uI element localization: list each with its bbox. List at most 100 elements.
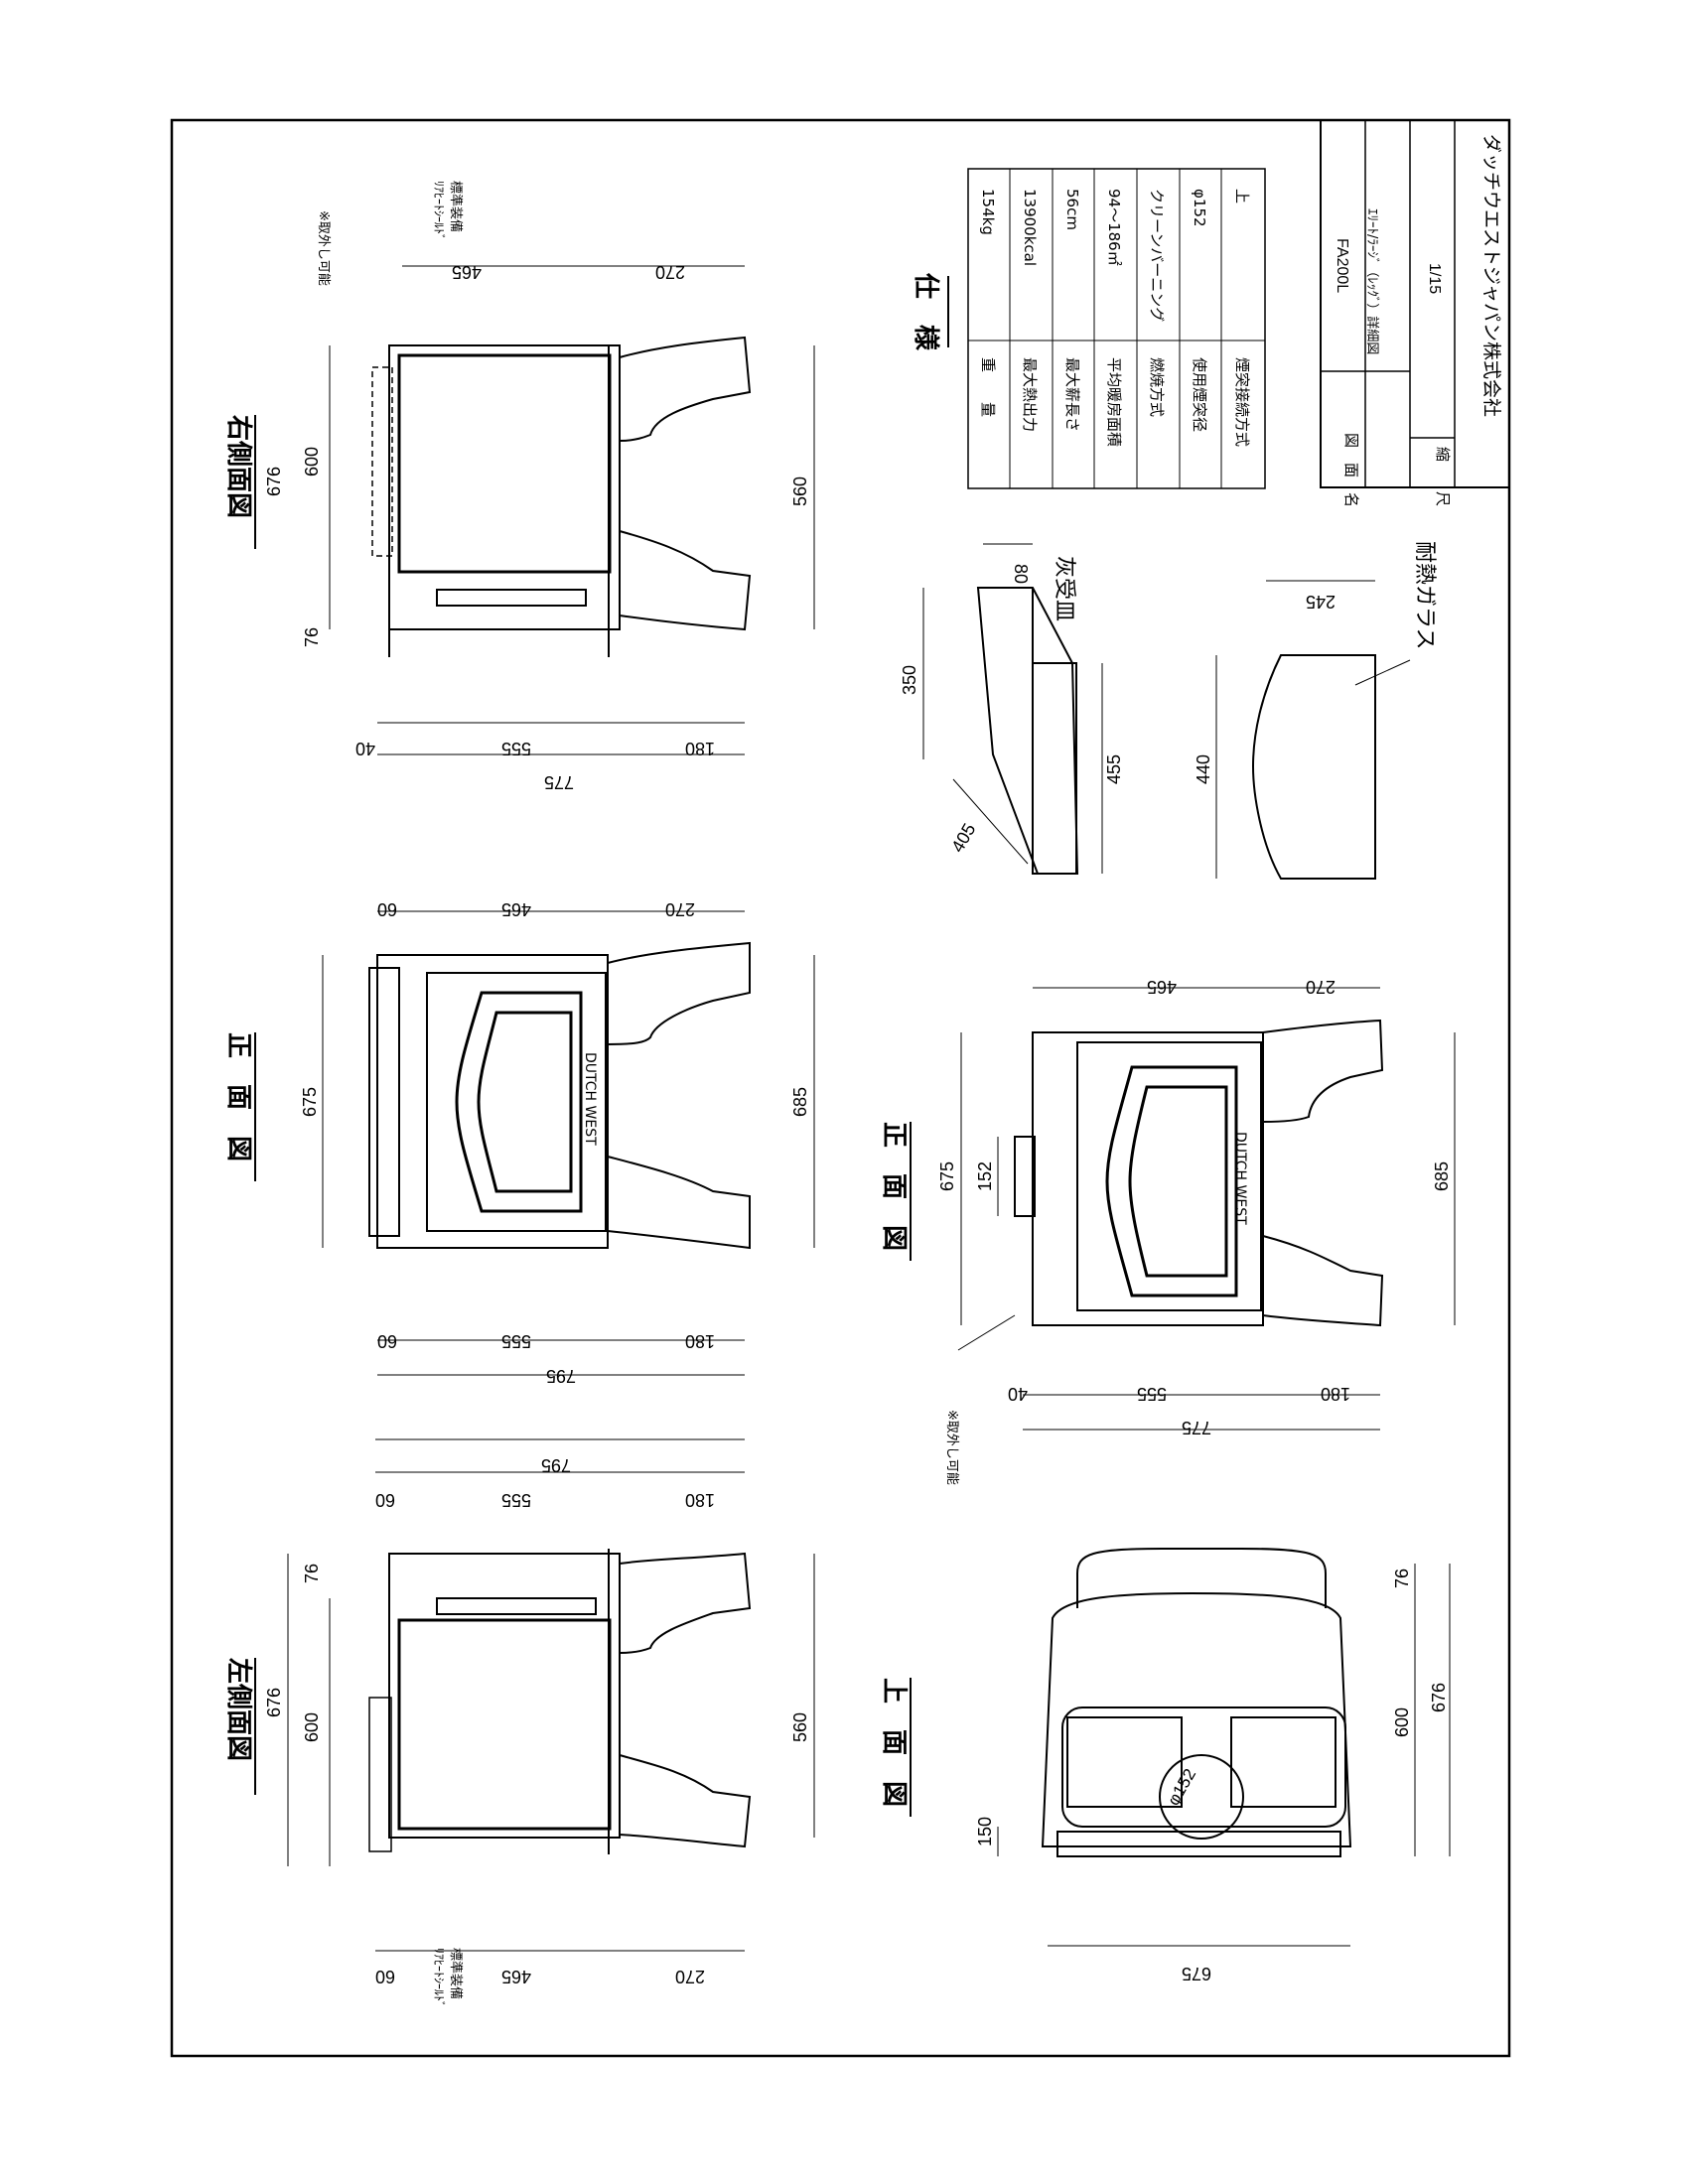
left-note-standard: 標準装備 <box>448 1948 464 1999</box>
dim-right-775: 775 <box>544 772 574 792</box>
dim-right-555: 555 <box>501 739 531 758</box>
right-note-removable: ※取外し可能 <box>316 210 331 286</box>
left-side-stove-outline <box>368 1549 752 1854</box>
ash-pan-label: 灰受皿 <box>1052 556 1076 621</box>
dim-right-465: 465 <box>452 262 482 282</box>
dim-left-600: 600 <box>302 1712 322 1742</box>
dim-right-270: 270 <box>655 262 685 282</box>
right-side-view: 右側面図 ※取外し可能 ﾘｱﾋｰﾄｼｰﾙﾄﾞ 標準装備 <box>223 181 752 657</box>
dim-front-upper-180: 180 <box>685 1331 715 1351</box>
dim-front-upper-685: 685 <box>790 1087 810 1117</box>
front-lower-stove-outline <box>1014 1019 1384 1327</box>
figure-name: FA200L <box>1334 238 1350 293</box>
dim-left-676: 676 <box>264 1688 284 1717</box>
right-side-title: 右側面図 <box>223 415 253 518</box>
front-lower-note-removable: ※取外し可能 <box>944 1410 959 1485</box>
sheet-border <box>170 118 1511 2058</box>
glass-panel <box>1251 654 1376 880</box>
dim-front-upper-60a: 60 <box>377 899 397 919</box>
ash-pan-dim-lines <box>922 543 1103 874</box>
front-upper-brand: DUTCH WEST <box>582 1052 598 1146</box>
front-view-lower: 正 面 図 ※取外し可能 DUTCH WEST <box>879 1019 1384 1485</box>
left-side-title: 左側面図 <box>223 1658 253 1761</box>
spec-value: クリーンバーニング <box>1148 189 1166 322</box>
spec-heading: 仕 様 <box>911 272 941 351</box>
dim-left-560: 560 <box>790 1712 810 1742</box>
dim-front-lower-180: 180 <box>1321 1384 1350 1404</box>
spec-value: 154kg <box>979 189 997 235</box>
front-view-upper: 正 面 図 DUTCH WEST <box>223 941 751 1250</box>
scale-value: 1/15 <box>1426 263 1443 294</box>
spec-label: 重 量 <box>979 357 997 417</box>
dim-front-upper-270: 270 <box>665 899 695 919</box>
glass-dim-lines <box>1215 580 1411 879</box>
spec-label: 平均暖房面積 <box>1105 357 1123 447</box>
spec-value: 56cm <box>1063 189 1081 230</box>
dim-left-180: 180 <box>685 1490 715 1510</box>
dim-right-676: 676 <box>264 467 284 496</box>
spec-value: 上 <box>1233 189 1251 204</box>
top-view: 上 面 図 φ152 <box>879 1548 1352 1857</box>
dim-top-150: 150 <box>975 1817 995 1846</box>
dim-right-40: 40 <box>355 739 375 758</box>
spec-value: φ152 <box>1191 189 1208 227</box>
dim-glass-440: 440 <box>1194 754 1213 784</box>
dim-top-676: 676 <box>1429 1683 1449 1712</box>
right-side-dim-lines <box>329 265 815 755</box>
dim-top-76: 76 <box>1392 1569 1412 1588</box>
right-side-stove-outline <box>371 336 752 657</box>
dim-top-675: 675 <box>1182 1964 1211 1983</box>
dim-left-465: 465 <box>501 1967 531 1986</box>
dim-front-upper-675: 675 <box>300 1087 320 1117</box>
dim-left-270: 270 <box>675 1967 705 1986</box>
ash-pan-drawing <box>976 587 1079 875</box>
dim-front-lower-675: 675 <box>937 1161 957 1191</box>
glass-label: 耐熱ガラス <box>1412 541 1437 650</box>
title-block <box>1320 119 1510 488</box>
figure-subtitle: ｴﾘｰﾄ/ﾗｰｼﾞ（ﾚｯｸﾞ）詳細図 <box>1364 208 1380 354</box>
dim-top-600: 600 <box>1392 1707 1412 1737</box>
right-note-standard: 標準装備 <box>448 181 464 232</box>
dim-ash-405: 405 <box>947 820 979 856</box>
spec-label: 最大熱出力 <box>1021 357 1039 432</box>
dim-left-60a: 60 <box>375 1490 395 1510</box>
dim-glass-245: 245 <box>1306 592 1336 612</box>
front-upper-dim-lines <box>322 910 815 1376</box>
front-lower-brand: DUTCH WEST <box>1232 1132 1248 1225</box>
top-view-dim-lines <box>997 1564 1451 1947</box>
spec-label: 煙突接続方式 <box>1233 357 1251 447</box>
dim-front-lower-465: 465 <box>1147 977 1177 997</box>
company-name: ダッチウエストジャパン株式会社 <box>1480 134 1502 417</box>
dim-front-lower-152: 152 <box>975 1161 995 1191</box>
front-lower-dim-lines <box>957 987 1456 1431</box>
left-side-view: 左側面図 ﾘｱﾋｰﾄｼｰﾙﾄﾞ 標準装備 <box>223 1549 752 2007</box>
front-upper-title: 正 面 図 <box>223 1032 253 1161</box>
top-view-stove-outline <box>1041 1548 1352 1857</box>
dim-front-lower-685: 685 <box>1432 1161 1452 1191</box>
dim-ash-80: 80 <box>1011 564 1031 584</box>
figure-name-label: 図 面 名 <box>1342 433 1360 507</box>
top-view-title: 上 面 図 <box>879 1678 909 1807</box>
dim-front-upper-555: 555 <box>501 1331 531 1351</box>
dim-ash-455: 455 <box>1104 754 1124 784</box>
left-side-dim-lines <box>287 1438 815 1952</box>
dim-right-76: 76 <box>302 627 322 647</box>
spec-table <box>967 168 1266 489</box>
spec-label: 燃焼方式 <box>1148 357 1166 417</box>
dim-front-upper-60b: 60 <box>377 1331 397 1351</box>
dim-front-upper-795: 795 <box>546 1366 576 1386</box>
left-note-rear-shield: ﾘｱﾋｰﾄｼｰﾙﾄﾞ <box>432 1948 446 2007</box>
dim-left-76: 76 <box>302 1564 322 1583</box>
right-note-rear-shield: ﾘｱﾋｰﾄｼｰﾙﾄﾞ <box>432 181 446 240</box>
dim-right-560: 560 <box>790 477 810 506</box>
front-lower-title: 正 面 図 <box>879 1122 909 1251</box>
dim-right-600: 600 <box>302 447 322 477</box>
dim-front-lower-270: 270 <box>1306 977 1336 997</box>
dim-left-795: 795 <box>541 1455 571 1475</box>
dim-front-lower-555: 555 <box>1137 1384 1167 1404</box>
spec-value: 13900kcal <box>1021 189 1039 266</box>
dim-right-180: 180 <box>685 739 715 758</box>
spec-label: 最大薪長さ <box>1063 357 1081 432</box>
dim-front-upper-465: 465 <box>501 899 531 919</box>
